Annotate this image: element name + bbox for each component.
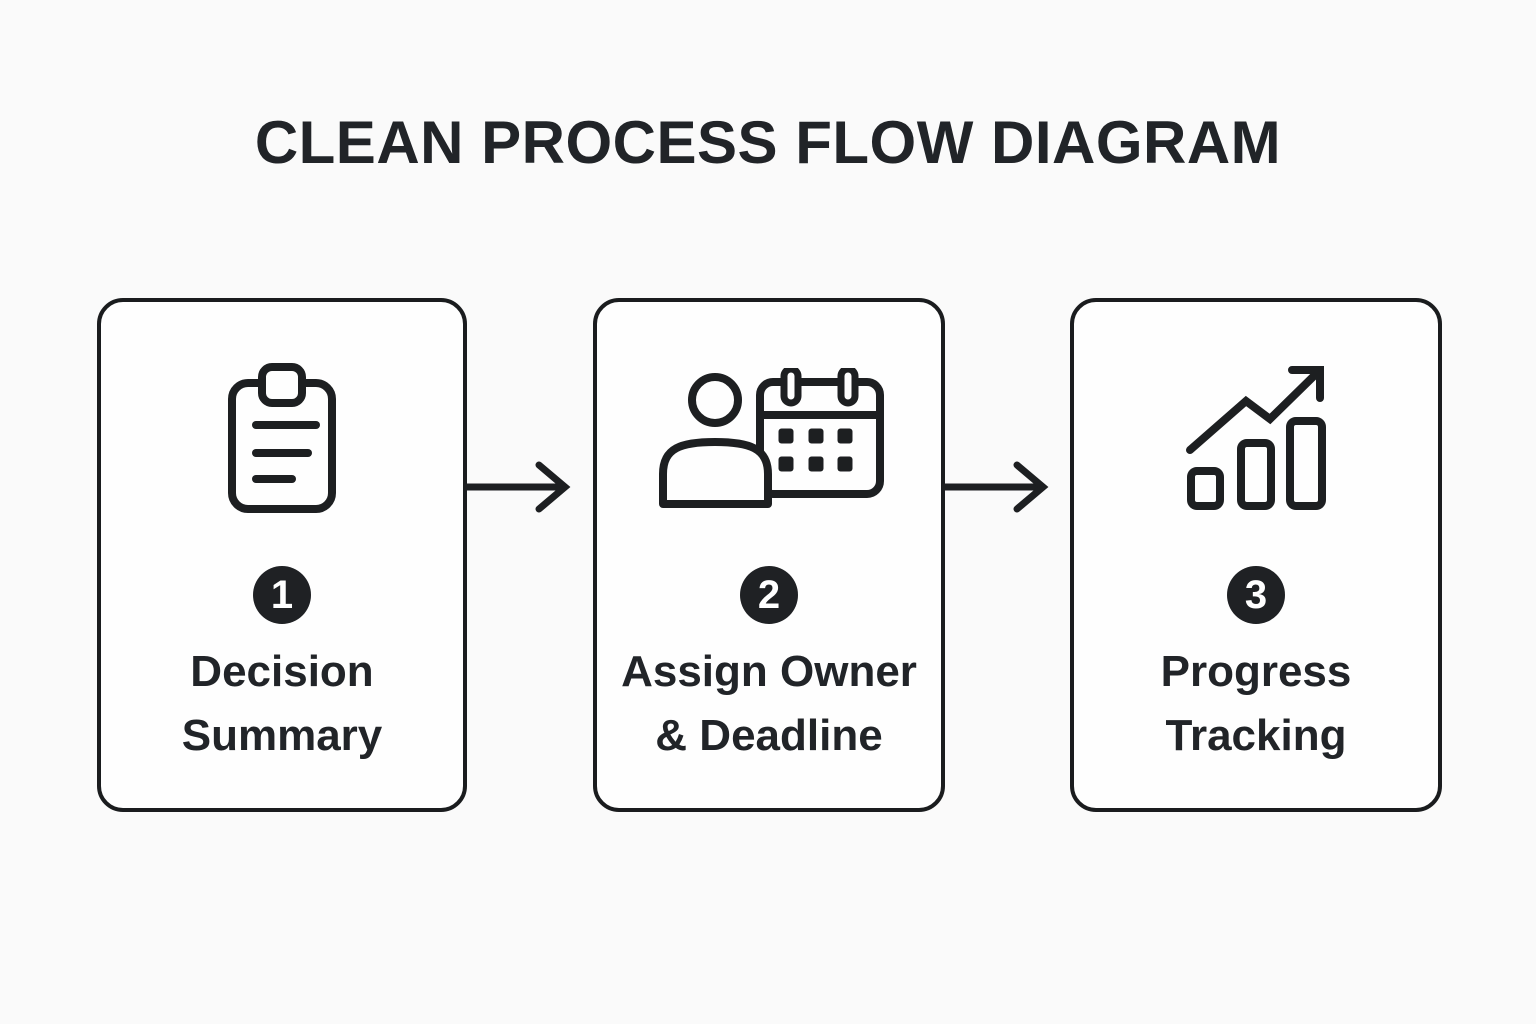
step-label-line1: Decision <box>190 647 374 696</box>
page-title: CLEAN PROCESS FLOW DIAGRAM <box>254 109 1282 176</box>
step-card-progress-tracking: 3 Progress Tracking <box>1070 298 1442 812</box>
step-label-line1: Assign Owner <box>621 647 917 696</box>
clipboard-icon <box>222 358 342 518</box>
step-number: 1 <box>270 573 294 617</box>
trending-bar-chart-icon <box>1186 358 1326 518</box>
trending-bar-chart-icon-svg <box>1186 365 1326 510</box>
right-arrow-icon <box>464 461 571 513</box>
clipboard-icon-svg <box>228 363 336 513</box>
step-number: 2 <box>757 573 781 617</box>
step-card-decision-summary: 1 Decision Summary <box>97 298 467 812</box>
step-number: 3 <box>1244 573 1268 617</box>
step-number-badge: 2 <box>740 566 798 624</box>
person-calendar-icon-svg <box>659 368 884 508</box>
step-label: Assign Owner & Deadline <box>621 640 917 768</box>
step-label-line2: & Deadline <box>655 711 883 760</box>
step-number-badge: 1 <box>253 566 311 624</box>
step-label: Decision Summary <box>182 640 383 768</box>
right-arrow-connector-1 <box>464 461 574 513</box>
right-arrow-icon <box>942 461 1049 513</box>
step-label-line2: Tracking <box>1165 711 1347 760</box>
person-calendar-icon <box>653 358 885 518</box>
right-arrow-connector-2 <box>942 461 1052 513</box>
step-number-badge: 3 <box>1227 566 1285 624</box>
step-card-assign-owner-deadline: 2 Assign Owner & Deadline <box>593 298 945 812</box>
step-label: Progress Tracking <box>1161 640 1352 768</box>
step-label-line2: Summary <box>181 711 383 760</box>
step-label-line1: Progress <box>1160 647 1352 696</box>
